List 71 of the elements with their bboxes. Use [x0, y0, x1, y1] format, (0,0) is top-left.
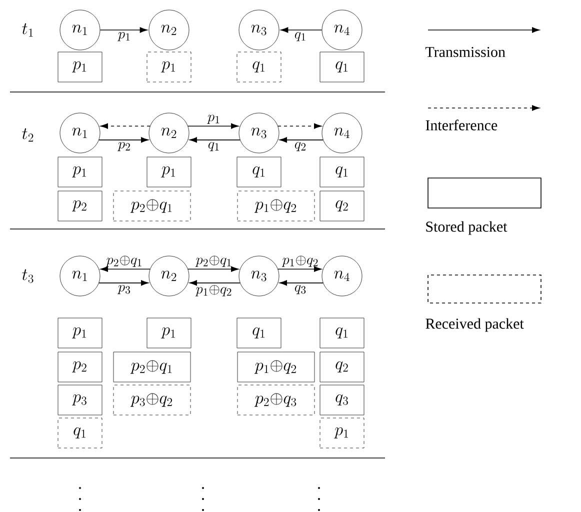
arrow [278, 123, 322, 129]
network-node: $n_2$ [148, 112, 190, 154]
edge-label: $p_3$ [118, 284, 130, 294]
packet-box: $q_2$ [320, 190, 364, 222]
network-node: $n_3$ [238, 112, 280, 154]
arrow [98, 280, 149, 286]
network-node: $n_4$ [322, 112, 362, 154]
arrow [279, 280, 324, 286]
edge-label: $p_2\oplus q_1$ [195, 256, 231, 267]
packet-box: $p_1$ [58, 52, 102, 82]
legend-text: Stored packet [426, 221, 508, 235]
packet-box: $p_1$ [146, 318, 192, 348]
edge-label: $p_1\oplus q_2$ [195, 285, 232, 296]
edge-label: $p_2$ [118, 142, 130, 152]
network-node: $n_2$ [148, 256, 190, 296]
edge-label: $q_1$ [294, 32, 306, 42]
arrow [98, 137, 149, 143]
network-node: $n_3$ [238, 256, 280, 296]
legend-text: Interference [426, 120, 498, 130]
edge-label: $p_1\oplus q_2$ [282, 256, 318, 267]
edge-label: $q_1$ [208, 142, 219, 152]
packet-box: $q_1$ [320, 156, 364, 188]
packet-box: $q_1$ [236, 318, 282, 348]
network-node: $n_1$ [60, 112, 100, 154]
arrow [279, 137, 324, 143]
arrow [100, 123, 150, 129]
network-node: $n_1$ [60, 10, 100, 50]
edge-label: $q_2$ [294, 142, 306, 152]
legend-text: Received packet [426, 318, 524, 332]
packet-box: $p_1$ [58, 318, 102, 348]
packet-box: $p_3\oplus q_2$ [113, 384, 191, 416]
packet-box: $p_2$ [58, 352, 102, 382]
packet-box: $p_1$ [58, 156, 102, 188]
time-label: $t_3$ [22, 269, 34, 283]
network-node: $n_2$ [148, 10, 190, 50]
packet-box: $q_3$ [320, 384, 364, 416]
packet-box: $q_1$ [236, 52, 282, 82]
packet-box: $p_1\oplus q_2$ [237, 352, 315, 382]
edge-label: $q_3$ [294, 284, 306, 294]
arrow [278, 266, 322, 272]
packet-box: $q_2$ [320, 352, 364, 382]
edge-label: $p_1$ [207, 114, 220, 124]
packet-box: $q_1$ [58, 418, 102, 448]
arrow [100, 27, 148, 33]
arrow [188, 266, 239, 272]
arrow [280, 27, 322, 33]
time-label: $t_1$ [22, 23, 33, 37]
packet-box: $p_2\oplus q_3$ [237, 384, 315, 416]
network-node: $n_4$ [322, 10, 362, 50]
packet-box: $p_3$ [58, 384, 102, 416]
legend-text: Transmission [425, 46, 506, 58]
time-label: $t_2$ [22, 128, 34, 142]
edge-label: $p_1$ [118, 32, 130, 42]
packet-box: $p_1$ [320, 418, 364, 448]
arrow [189, 280, 240, 286]
packet-box: $p_1\oplus q_2$ [237, 190, 315, 222]
packet-box: $q_1$ [320, 318, 364, 348]
packet-box: $p_2\oplus q_1$ [113, 352, 191, 382]
arrow [100, 266, 150, 272]
network-node: $n_4$ [322, 256, 362, 296]
edge-label: $p_2\oplus q_1$ [106, 256, 142, 267]
network-node: $n_1$ [60, 256, 100, 296]
network-node: $n_3$ [238, 10, 280, 50]
packet-box: $p_2\oplus q_1$ [113, 190, 191, 222]
packet-box: $q_1$ [320, 52, 364, 82]
packet-box: $p_2$ [58, 190, 102, 222]
packet-box: $p_1$ [146, 156, 192, 188]
arrow [189, 137, 240, 143]
arrow [188, 123, 239, 129]
packet-box: $q_1$ [236, 156, 282, 188]
packet-box: $p_1$ [146, 52, 192, 82]
